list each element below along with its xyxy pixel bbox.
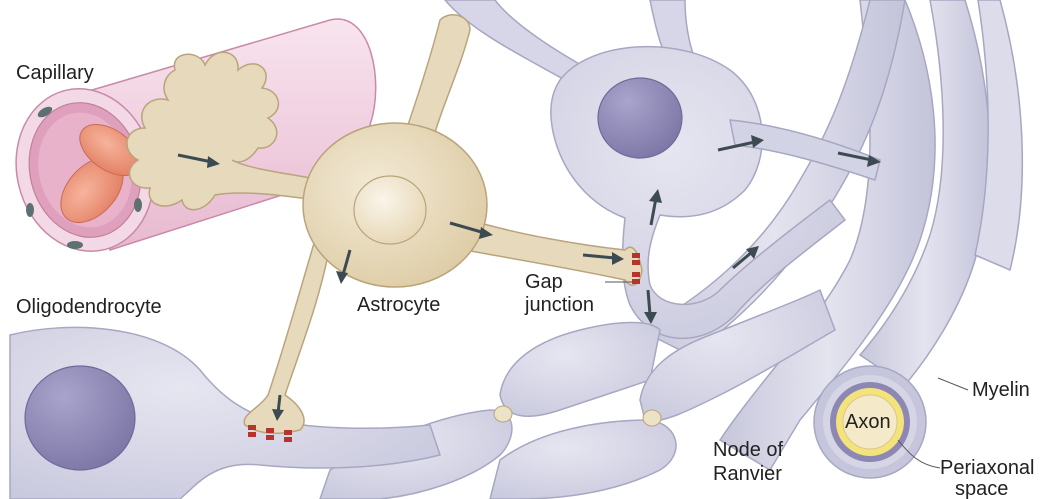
oligodendrocyte-label: Oligodendrocyte [16,296,162,319]
gap-junction-label-line1: Gap [525,271,563,294]
node-of-ranvier-label-line2: Ranvier [713,463,782,486]
astrocyte-label: Astrocyte [357,294,440,317]
periaxonal-space-label-line2: space [955,479,1008,499]
myelin-label: Myelin [972,379,1030,402]
periaxonal-space-label-line1: Periaxonal [940,457,1035,480]
gap-junction-label-line2: junction [525,294,594,317]
capillary-label: Capillary [16,62,94,85]
node-of-ranvier-label-line1: Node of [713,439,783,462]
axon-label: Axon [845,411,891,434]
